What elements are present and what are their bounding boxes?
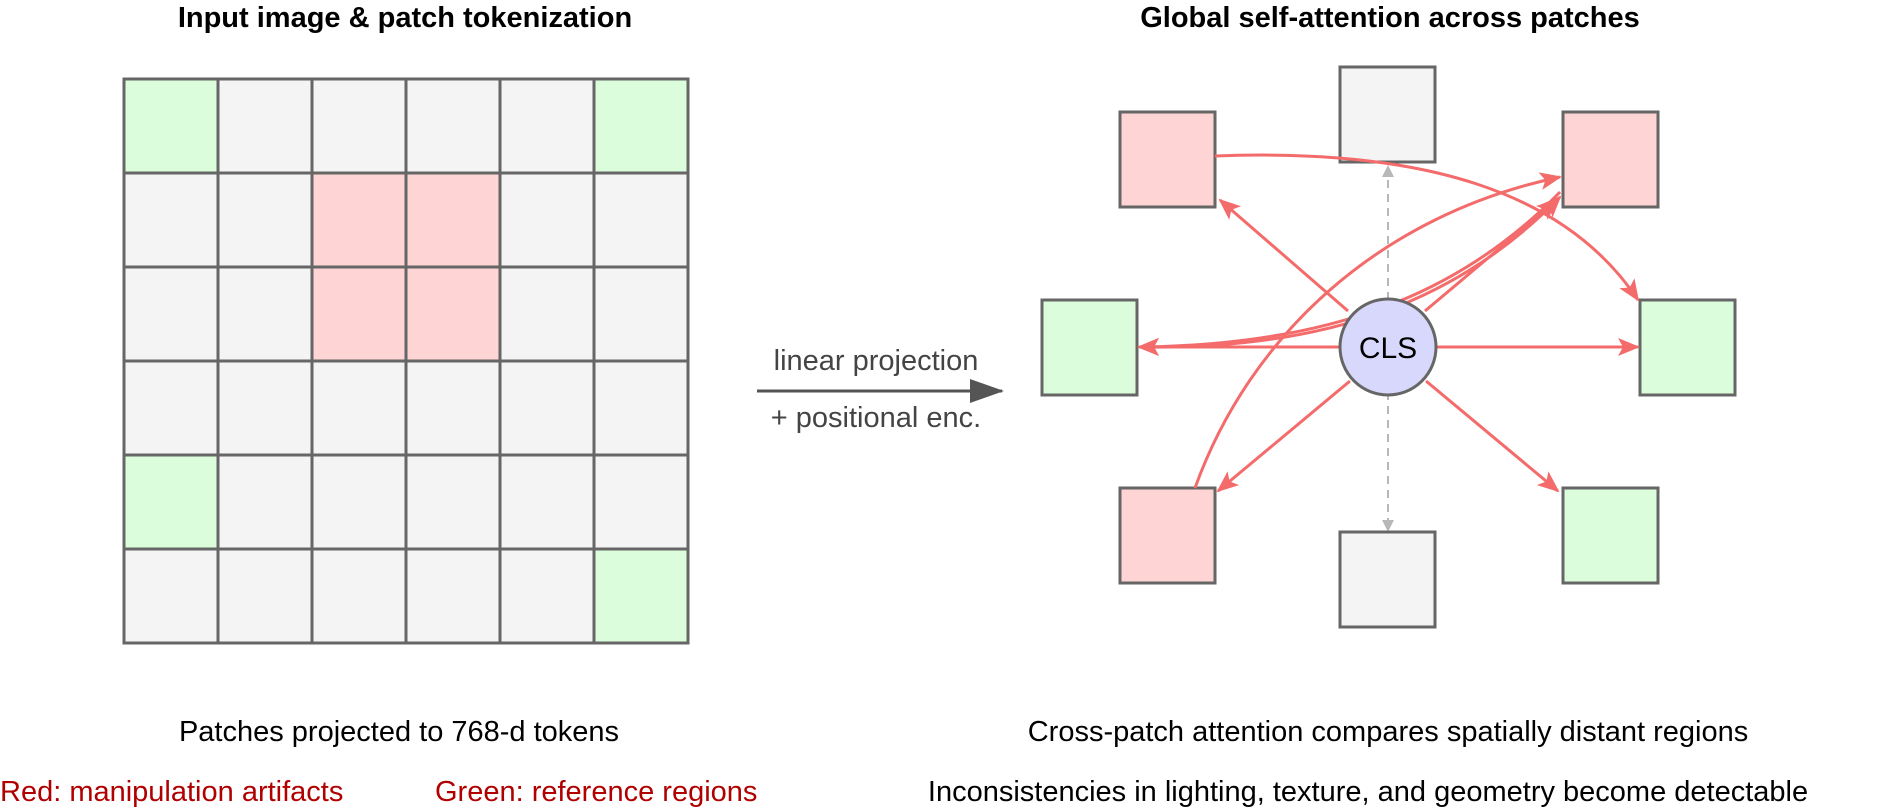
right-panel-caption-1: Cross-patch attention compares spatially… xyxy=(1028,716,1749,748)
patch-cell-neutral xyxy=(216,77,314,175)
patch-cell-neutral xyxy=(498,547,596,645)
patch-cell-reference xyxy=(592,547,690,645)
patch-cell-neutral xyxy=(498,265,596,363)
patch-cell-neutral xyxy=(404,453,502,551)
patch-cell-neutral xyxy=(122,265,220,363)
token-top xyxy=(1338,65,1437,164)
patch-cell-neutral xyxy=(122,171,220,269)
patch-cell-neutral xyxy=(216,547,314,645)
token-lower-left xyxy=(1118,486,1217,585)
patch-cell-artifact xyxy=(310,171,408,269)
patch-cell-neutral xyxy=(310,547,408,645)
patch-cell-neutral xyxy=(216,265,314,363)
left-panel-title: Input image & patch tokenization xyxy=(178,2,632,34)
attention-upper-left-to-right xyxy=(1214,153,1640,302)
patch-cell-neutral xyxy=(404,77,502,175)
token-bottom xyxy=(1338,530,1437,629)
patch-cell-neutral xyxy=(592,359,690,457)
attention-lower-left-to-upper-right xyxy=(1193,172,1562,489)
patch-cell-artifact xyxy=(310,265,408,363)
patch-cell-artifact xyxy=(404,265,502,363)
patch-cell-neutral xyxy=(404,547,502,645)
patch-cell-neutral xyxy=(216,359,314,457)
attention-cls-to-lower-left xyxy=(1216,379,1351,493)
arrow-label-top: linear projection xyxy=(774,345,979,377)
legend-green-label: Green: reference regions xyxy=(435,776,757,808)
right-panel-title: Global self-attention across patches xyxy=(1140,2,1640,34)
patch-cell-neutral xyxy=(498,453,596,551)
right-panel-caption-2: Inconsistencies in lighting, texture, an… xyxy=(928,776,1808,808)
token-upper-right xyxy=(1561,110,1660,209)
token-lower-right xyxy=(1561,486,1660,585)
patch-cell-neutral xyxy=(310,359,408,457)
arrow-label-bottom: + positional enc. xyxy=(771,402,981,434)
patch-cell-reference xyxy=(122,453,220,551)
patch-grid xyxy=(122,77,690,645)
token-left xyxy=(1040,298,1139,397)
token-right xyxy=(1638,298,1737,397)
patch-cell-neutral xyxy=(216,171,314,269)
patch-cell-artifact xyxy=(404,171,502,269)
patch-cell-neutral xyxy=(122,359,220,457)
patch-cell-neutral xyxy=(310,77,408,175)
patch-cell-neutral xyxy=(216,453,314,551)
token-upper-left xyxy=(1118,110,1217,209)
left-panel-caption: Patches projected to 768-d tokens xyxy=(179,716,619,748)
patch-cell-neutral xyxy=(498,359,596,457)
patch-cell-neutral xyxy=(592,265,690,363)
legend-red-label: Red: manipulation artifacts xyxy=(0,776,343,808)
attention-cls-to-upper-left xyxy=(1218,198,1349,313)
patch-cell-neutral xyxy=(592,171,690,269)
cls-token-node xyxy=(1338,297,1438,397)
patch-cell-neutral xyxy=(122,547,220,645)
patch-cell-neutral xyxy=(592,453,690,551)
patch-cell-neutral xyxy=(310,453,408,551)
patch-cell-reference xyxy=(592,77,690,175)
attention-cls-to-lower-right xyxy=(1425,379,1560,493)
cls-label: CLS xyxy=(1359,332,1417,365)
patch-cell-neutral xyxy=(404,359,502,457)
patch-cell-neutral xyxy=(498,171,596,269)
patch-cell-reference xyxy=(122,77,220,175)
patch-cell-neutral xyxy=(498,77,596,175)
